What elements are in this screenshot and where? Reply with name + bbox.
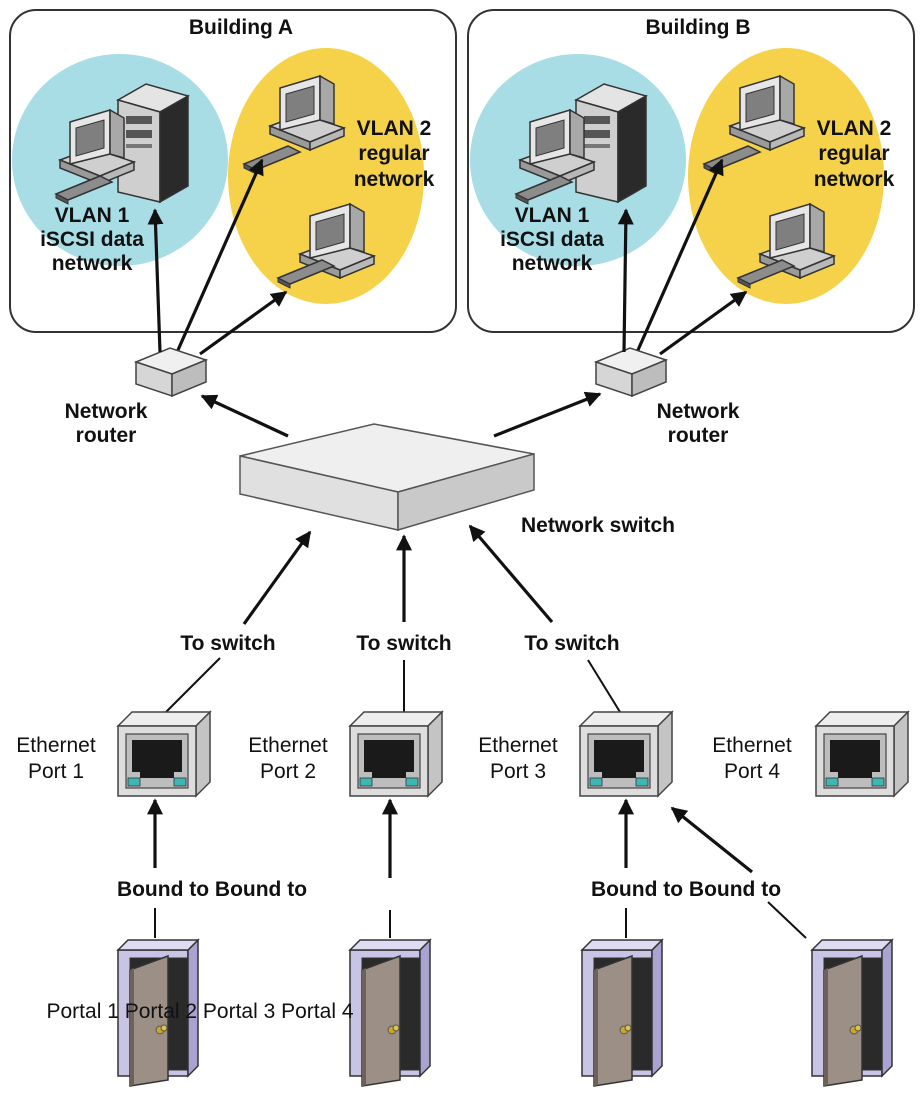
computer-icon	[269, 75, 345, 151]
svg-text:network: network	[512, 252, 593, 275]
bound-links	[147, 798, 807, 939]
svg-text:Port 2: Port 2	[260, 760, 316, 783]
svg-text:regular: regular	[818, 142, 889, 165]
svg-text:router: router	[76, 424, 137, 447]
svg-text:Ethernet: Ethernet	[712, 734, 792, 757]
port-2-label: Ethernet Port 2	[248, 734, 328, 783]
svg-text:Ethernet: Ethernet	[248, 734, 328, 757]
computer-icon	[59, 109, 135, 185]
to-switch-label-3: To switch	[524, 632, 619, 655]
svg-text:VLAN 1: VLAN 1	[55, 204, 130, 227]
vlan1-label-b: VLAN 1 iSCSI data network	[500, 204, 604, 275]
port-4-label: Ethernet Port 4	[712, 734, 792, 783]
svg-text:Port 4: Port 4	[724, 760, 780, 783]
router-icon	[595, 347, 667, 397]
building-a: Building A VLAN 1 iSCSI data network VLA…	[9, 9, 457, 333]
ethernet-port-icon	[579, 711, 673, 797]
computer-icon	[519, 109, 595, 185]
svg-text:Ethernet: Ethernet	[478, 734, 558, 757]
router-a-label: Network router	[65, 400, 148, 447]
to-switch-links	[165, 524, 621, 713]
bound-label-1: Bound to Bound to	[117, 878, 307, 901]
svg-text:regular: regular	[358, 142, 429, 165]
svg-text:Port 1: Port 1	[28, 760, 84, 783]
svg-text:Port 3: Port 3	[490, 760, 546, 783]
ethernet-port-icon	[117, 711, 211, 797]
svg-text:VLAN 1: VLAN 1	[515, 204, 590, 227]
building-a-title: Building A	[189, 16, 293, 39]
computer-icon	[729, 75, 805, 151]
switch-label: Network switch	[521, 514, 675, 537]
svg-text:network: network	[354, 168, 435, 191]
switch-to-router-arrows	[200, 391, 602, 438]
router-icon	[135, 347, 207, 397]
svg-text:VLAN 2: VLAN 2	[817, 117, 892, 140]
port-1-label: Ethernet Port 1	[16, 734, 96, 783]
vlan1-label-a: VLAN 1 iSCSI data network	[40, 204, 144, 275]
door-icon	[349, 939, 431, 1087]
vlan2-label-a: VLAN 2 regular network	[354, 117, 435, 191]
vlan2-label-b: VLAN 2 regular network	[814, 117, 895, 191]
svg-text:VLAN 2: VLAN 2	[357, 117, 432, 140]
svg-text:iSCSI data: iSCSI data	[40, 228, 144, 251]
router-b-label: Network router	[657, 400, 740, 447]
building-b-title: Building B	[646, 16, 751, 39]
building-b: Building B VLAN 1 iSCSI data network VLA…	[467, 9, 915, 333]
to-switch-label-2: To switch	[356, 632, 451, 655]
svg-text:iSCSI data: iSCSI data	[500, 228, 604, 251]
ethernet-port-icon	[349, 711, 443, 797]
switch-icon	[239, 423, 535, 532]
svg-text:network: network	[814, 168, 895, 191]
ethernet-port-icon	[815, 711, 909, 797]
door-icon	[811, 939, 893, 1087]
to-switch-label-1: To switch	[180, 632, 275, 655]
svg-text:Ethernet: Ethernet	[16, 734, 96, 757]
door-icon	[581, 939, 663, 1087]
svg-text:Network: Network	[65, 400, 148, 423]
portals-label: Portal 1 Portal 2 Portal 3 Portal 4	[47, 1000, 354, 1023]
svg-text:network: network	[52, 252, 133, 275]
server-icon	[574, 83, 648, 204]
port-3-label: Ethernet Port 3	[478, 734, 558, 783]
server-icon	[116, 83, 190, 204]
svg-text:router: router	[668, 424, 729, 447]
vlan2-zone-a	[228, 48, 424, 304]
vlan2-zone-b	[688, 48, 884, 304]
svg-text:Network: Network	[657, 400, 740, 423]
bound-label-2: Bound to Bound to	[591, 878, 781, 901]
router-to-host-arrows	[147, 158, 748, 356]
